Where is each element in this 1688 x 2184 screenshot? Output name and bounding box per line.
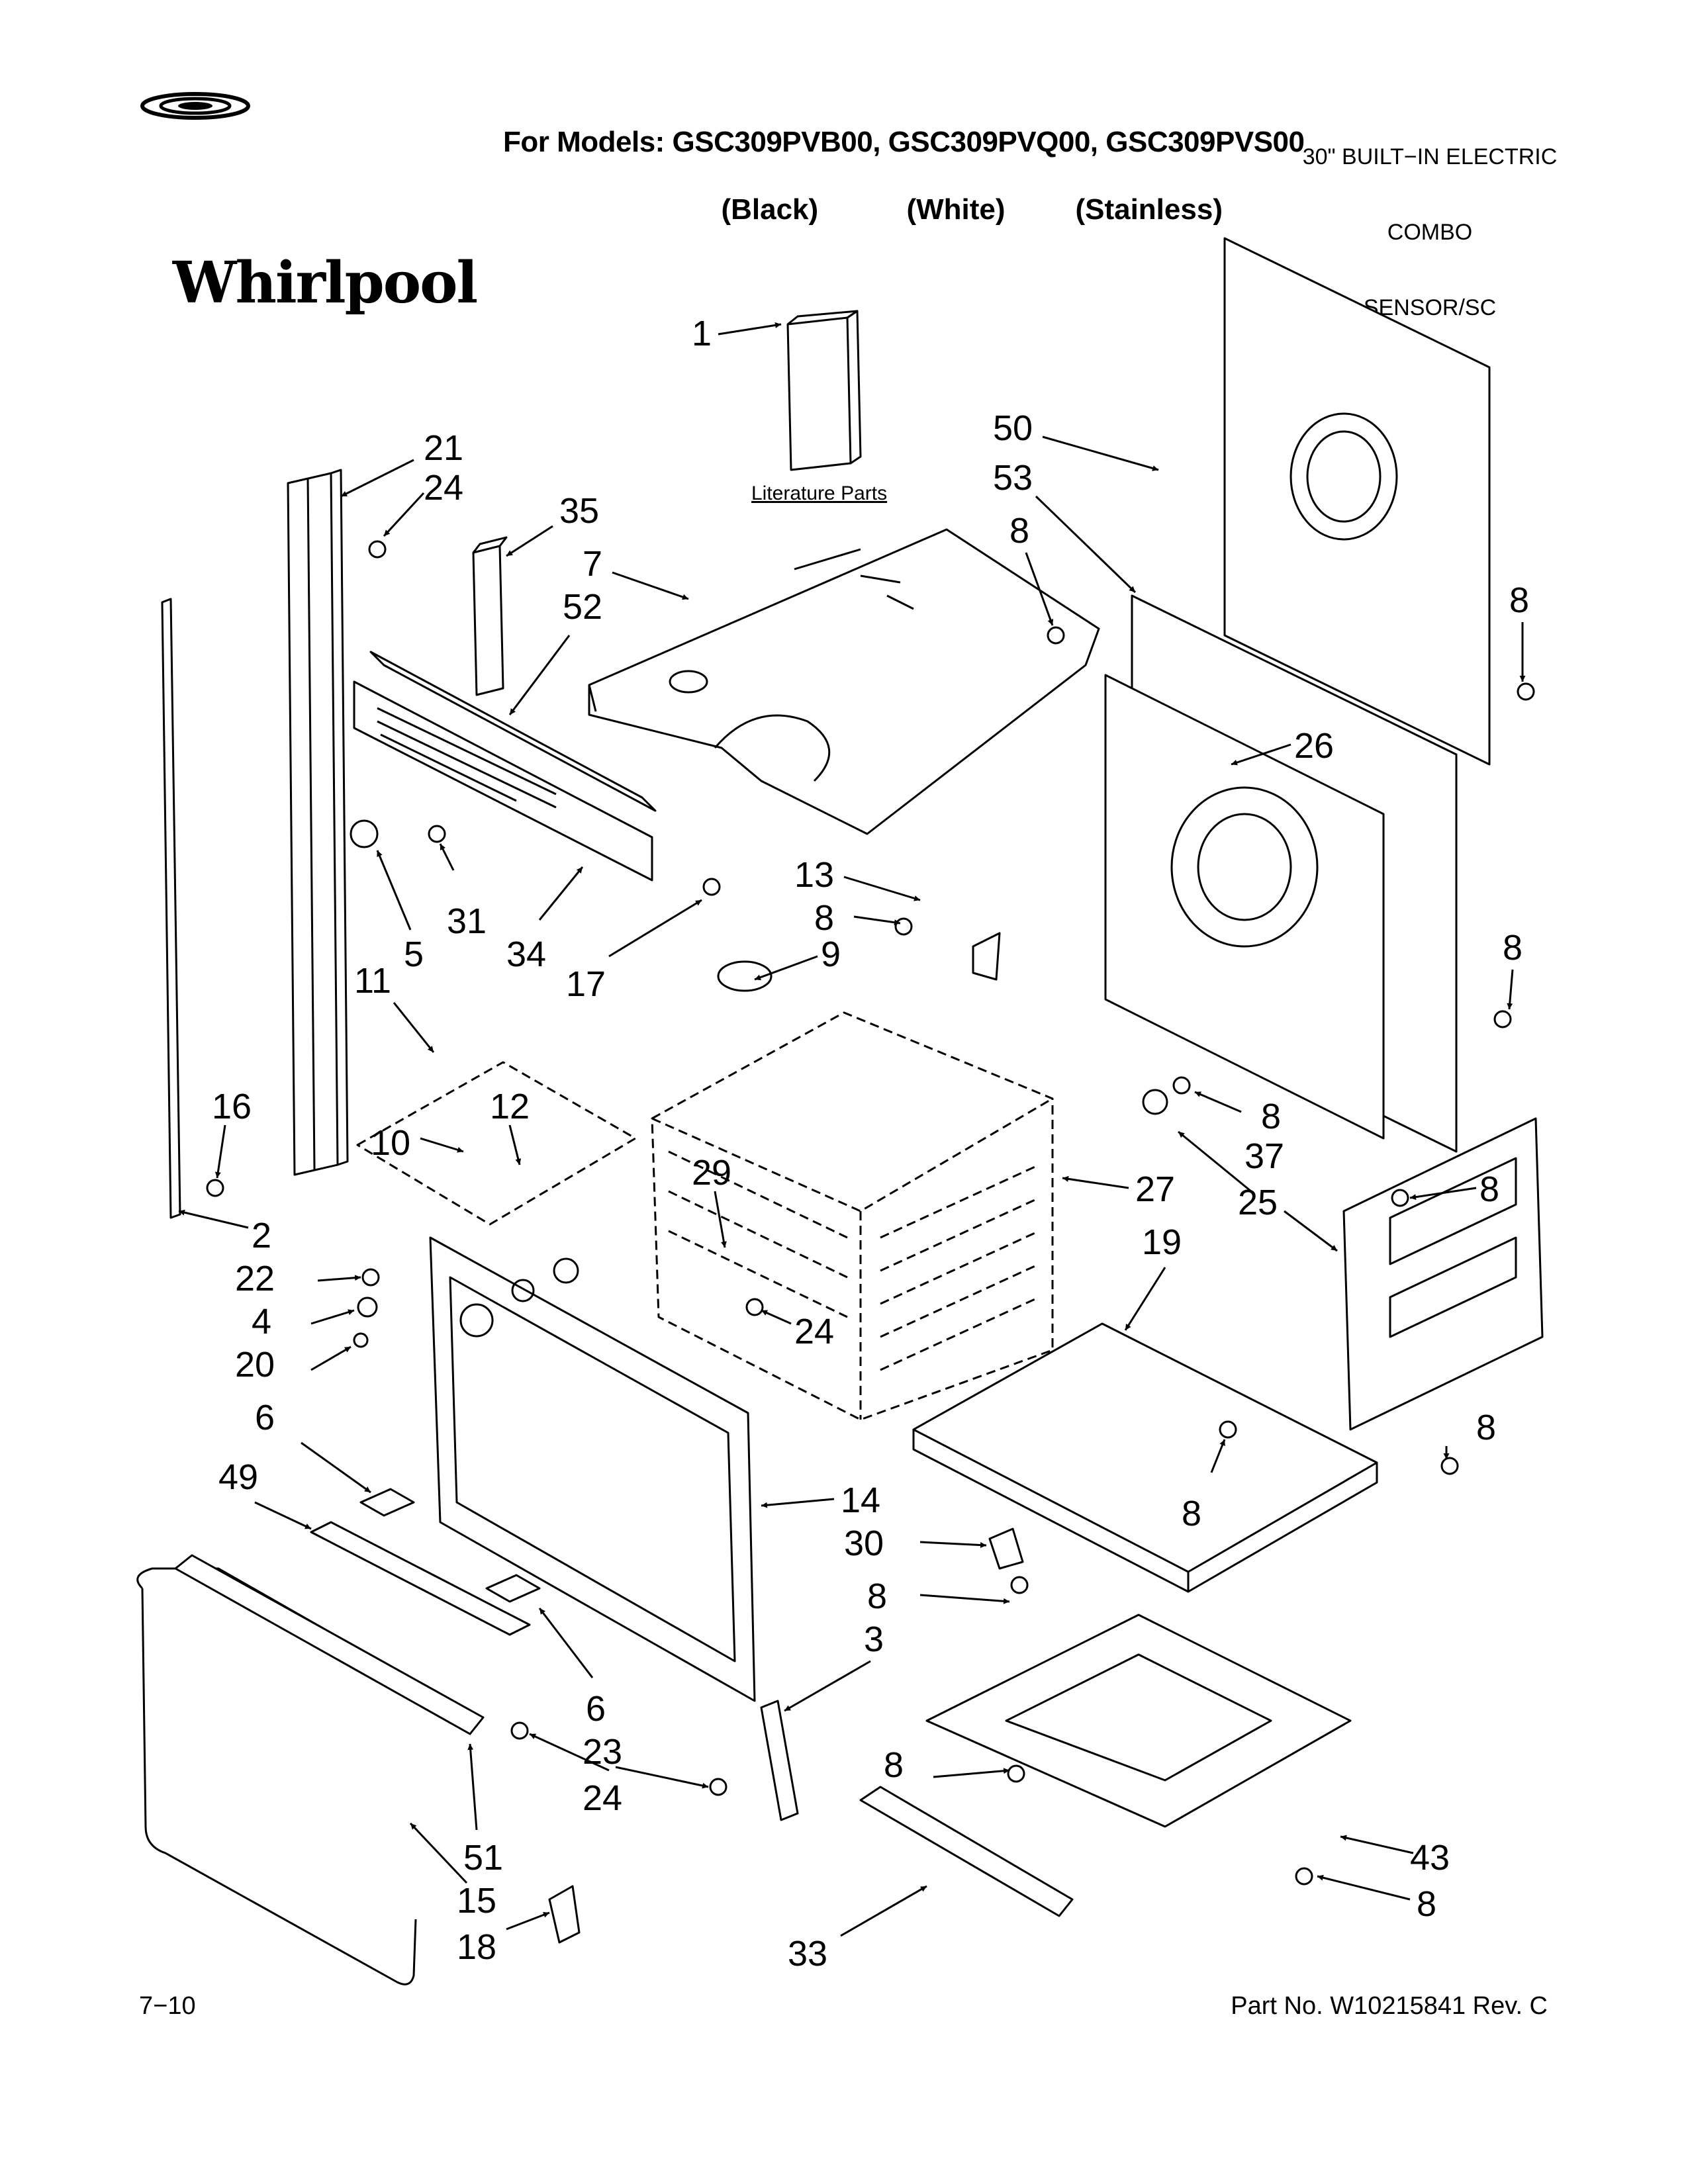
callout-14: 14 <box>841 1480 880 1520</box>
callout-8b: 8 <box>1509 580 1529 620</box>
callout-31: 31 <box>447 901 487 941</box>
callout-8f: 8 <box>1479 1169 1499 1209</box>
callout-8c: 8 <box>814 898 834 938</box>
literature-parts-label: Literature Parts <box>751 482 887 504</box>
callout-10: 10 <box>371 1123 410 1163</box>
callout-33: 33 <box>788 1934 827 1974</box>
model-colors: (Black) (White) (Stainless) <box>705 160 1223 226</box>
kick-plate <box>859 1786 1074 1917</box>
callout-5: 5 <box>404 934 424 974</box>
literature-book <box>786 310 862 471</box>
callout-7: 7 <box>583 544 602 584</box>
callout-30: 30 <box>844 1524 884 1563</box>
callout-18: 18 <box>457 1927 496 1967</box>
callout-51: 51 <box>463 1838 503 1878</box>
oven-cavity <box>651 1011 1054 1421</box>
callout-1: 1 <box>692 314 712 353</box>
callout-27: 27 <box>1135 1169 1175 1209</box>
vent-duct <box>472 536 508 696</box>
top-panel <box>588 528 1100 835</box>
callout-21: 21 <box>424 428 463 468</box>
callout-16: 16 <box>212 1087 252 1126</box>
brand-name: Whirlpool <box>172 250 478 316</box>
bottom-shelf <box>912 1322 1378 1593</box>
control-panel <box>353 651 657 882</box>
callout-8d: 8 <box>1503 928 1523 968</box>
callout-50: 50 <box>993 408 1033 448</box>
callout-52: 52 <box>563 587 602 627</box>
callout-8g: 8 <box>867 1576 887 1616</box>
callout-3: 3 <box>864 1619 884 1659</box>
callout-49: 49 <box>218 1457 258 1497</box>
page-number: 7−10 <box>139 1992 196 2020</box>
callout-19: 19 <box>1142 1222 1182 1262</box>
callout-8a: 8 <box>1009 511 1029 551</box>
callout-29: 29 <box>692 1153 731 1193</box>
callout-17: 17 <box>566 964 606 1004</box>
door-trim <box>174 1554 485 1735</box>
callout-6a: 6 <box>255 1398 275 1437</box>
callout-37: 37 <box>1244 1136 1284 1176</box>
side-rail <box>287 469 349 1176</box>
callout-22: 22 <box>235 1259 275 1298</box>
callout-8e: 8 <box>1261 1097 1281 1136</box>
back-wall <box>1104 594 1458 1153</box>
callout-6b: 6 <box>586 1689 606 1729</box>
callout-43: 43 <box>1410 1838 1450 1878</box>
door-frame <box>429 1236 756 1702</box>
callout-23: 23 <box>583 1732 622 1772</box>
callout-numbers: 1 21 24 35 7 52 50 53 8 8 26 13 8 9 17 5… <box>212 314 1529 1974</box>
callout-20: 20 <box>235 1345 275 1385</box>
callout-8i: 8 <box>1476 1408 1496 1447</box>
fasteners <box>206 540 1535 1944</box>
callout-24: 24 <box>424 468 463 508</box>
product-type: 30" BUILT−IN ELECTRIC COMBO SENSOR/SC <box>1231 94 1628 345</box>
color-stainless: (Stainless) <box>1075 193 1223 226</box>
callout-11: 11 <box>354 961 391 1001</box>
leader-lines <box>178 322 1526 1937</box>
door-gasket <box>136 1567 474 1985</box>
part-number: Part No. W10215841 Rev. C <box>1231 1992 1548 2020</box>
product-type-line-1: 30" BUILT−IN ELECTRIC <box>1302 144 1558 169</box>
callout-26: 26 <box>1294 726 1334 766</box>
callout-35: 35 <box>559 491 599 531</box>
callout-8h: 8 <box>1182 1494 1201 1533</box>
callout-13: 13 <box>794 855 834 895</box>
callout-34: 34 <box>506 934 546 974</box>
color-black: (Black) <box>721 193 819 226</box>
brand-logo: Whirlpool <box>136 92 478 316</box>
sensor-bracket <box>356 1061 637 1226</box>
side-panel <box>1342 1117 1544 1431</box>
base-pan <box>925 1614 1352 1828</box>
insulation-blocks <box>310 1488 541 1636</box>
callout-15: 15 <box>457 1881 496 1921</box>
callout-9: 9 <box>821 934 841 974</box>
product-type-line-2: COMBO <box>1387 220 1473 245</box>
callout-8k: 8 <box>1417 1884 1436 1924</box>
rear-panel <box>1223 237 1491 766</box>
callout-25: 25 <box>1238 1183 1278 1222</box>
callout-24c: 24 <box>583 1778 622 1818</box>
callout-12: 12 <box>490 1087 530 1126</box>
callout-24b: 24 <box>794 1312 834 1351</box>
callout-53: 53 <box>993 458 1033 498</box>
callout-2: 2 <box>252 1216 271 1255</box>
side-trim <box>161 598 181 1219</box>
models-line: For Models: GSC309PVB00, GSC309PVQ00, GS… <box>503 126 1305 158</box>
hinge-bracket <box>760 1700 799 1821</box>
logo-swirl-icon <box>140 92 250 120</box>
color-white: (White) <box>906 193 1006 226</box>
callout-8j: 8 <box>884 1745 904 1785</box>
callout-4: 4 <box>252 1302 271 1342</box>
